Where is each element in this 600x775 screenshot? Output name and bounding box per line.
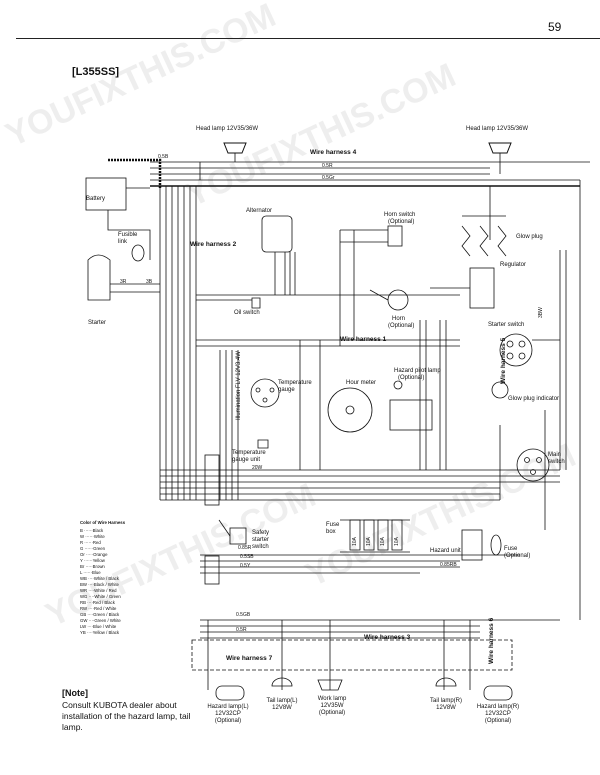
legend-entry: L ······Blue xyxy=(80,570,101,575)
fusible-link-label: Fusible link xyxy=(118,232,138,245)
note-text: Consult KUBOTA dealer about installation… xyxy=(62,700,191,732)
legend-entry: GW ····Green / White xyxy=(80,618,121,623)
model-title: [L355SS] xyxy=(72,66,120,78)
fuse-rating: 10A xyxy=(394,537,400,546)
legend-entry: YB ····Yellow / Black xyxy=(80,630,120,635)
tail-lamp-right-label: Tail lamp(R) 12V8W xyxy=(429,698,462,711)
page-number: 59 xyxy=(548,20,562,34)
temperature-gauge-unit-label: Temperature gauge unit xyxy=(232,450,266,463)
wire-label: 0.5Y xyxy=(240,563,251,569)
legend-entry: Or ·····Orange xyxy=(80,552,108,557)
wire-harness-1-label: Wire harness 1 xyxy=(340,336,387,343)
horn-switch-note: (Optional) xyxy=(388,219,415,225)
horn-label: Horn xyxy=(392,316,406,322)
temperature-gauge-label: Temperature gauge xyxy=(278,380,312,393)
hazard-unit-label: Hazard unit xyxy=(430,548,461,554)
legend-entry: R ······Red xyxy=(80,540,101,545)
fuse-rating: 10A xyxy=(352,537,358,546)
wire-label: 0.5GB xyxy=(236,612,251,618)
battery-label: Battery xyxy=(86,196,106,202)
illumination-label: Illumination FLV 12V3.4W xyxy=(236,351,242,420)
wire-label: 3BW xyxy=(538,307,544,318)
starter-label: Starter xyxy=(88,320,107,326)
wire-color-legend: Color of Wire Harness B ······Black W ··… xyxy=(80,520,146,636)
note-block: [Note] Consult KUBOTA dealer about insta… xyxy=(62,688,202,733)
legend-entry: W ······White xyxy=(80,534,105,539)
legend-title: Color of Wire Harness xyxy=(80,520,126,525)
wire-label: 0.5Gr xyxy=(322,175,335,181)
note-heading: [Note] xyxy=(62,688,88,698)
main-switch-label: Main switch xyxy=(548,452,565,465)
work-lamp-label: Work lamp 12V35W (Optional) xyxy=(317,696,347,716)
fuse-rating: 10A xyxy=(366,537,372,546)
wire-label: 3B xyxy=(146,279,153,285)
hour-meter-label: Hour meter xyxy=(346,380,377,386)
wire-label: 3R xyxy=(120,279,127,285)
wire-label: 0.5R xyxy=(322,163,333,169)
wire-harness-4-label: Wire harness 4 xyxy=(310,149,357,156)
legend-entry: G ······Green xyxy=(80,546,106,551)
hazard-lamp-left-label: Hazard lamp(L) 12V32CP (Optional) xyxy=(207,704,249,724)
wire-harness-5-label: Wire harness 5 xyxy=(500,337,507,384)
hazard-pilot-lamp-label: Hazard pilot lamp xyxy=(394,368,441,374)
alternator-label: Alternator xyxy=(246,208,273,214)
starter-switch-label: Starter switch xyxy=(488,322,525,328)
head-lamp-left-label: Head lamp 12V35/36W xyxy=(196,126,259,132)
wire-label: 20W xyxy=(252,465,263,471)
legend-entry: LW ····Blue / White xyxy=(80,624,117,629)
battery-body xyxy=(85,177,127,211)
legend-entry: RB ····Red / Black xyxy=(80,600,115,605)
wire-harness-3-label: Wire harness 3 xyxy=(364,634,411,641)
wire-harness-7-label: Wire harness 7 xyxy=(226,655,273,662)
legend-entry: RW ····Red / White xyxy=(80,606,117,611)
head-lamp-left-icon xyxy=(223,142,247,154)
fuse-box-label: Fuse box xyxy=(326,522,340,535)
legend-entry: WB ····White / Black xyxy=(80,576,119,581)
legend-entry: Y ······Yellow xyxy=(80,558,105,563)
legend-entry: GB ····Green / Black xyxy=(80,612,120,617)
fuse-optional-label: Fuse (Optional) xyxy=(504,546,531,559)
header-rule xyxy=(16,38,600,39)
safety-starter-switch-label: Safety starter switch xyxy=(252,530,270,550)
legend-entry: WR ····White / Red xyxy=(80,588,117,593)
head-lamp-right-icon xyxy=(488,142,512,154)
wire-label: 0.5B xyxy=(158,154,169,160)
horn-note: (Optional) xyxy=(388,323,415,329)
legend-entry: BW ····Black / White xyxy=(80,582,119,587)
horn-switch-label: Horn switch xyxy=(384,212,416,218)
wire-label: 0.5SB xyxy=(240,554,254,560)
tail-lamp-left-label: Tail lamp(L) 12V8W xyxy=(266,698,298,711)
wire-harness-2-label: Wire harness 2 xyxy=(190,241,237,248)
fuse-rating: 10A xyxy=(380,537,386,546)
head-lamp-right-label: Head lamp 12V35/36W xyxy=(466,126,529,132)
oil-switch-label: Oil switch xyxy=(234,310,260,316)
legend-entry: Br ·····Brown xyxy=(80,564,105,569)
regulator-label: Regulator xyxy=(500,262,527,268)
wire-label: 0.5R xyxy=(236,627,247,633)
wire-harness-6-label: Wire harness 6 xyxy=(488,617,495,664)
legend-entry: B ······Black xyxy=(80,528,104,533)
legend-entry: WG ····White / Green xyxy=(80,594,121,599)
wire-label: 0.85RB xyxy=(440,562,457,568)
glow-plug-label: Glow plug xyxy=(516,234,543,240)
hazard-pilot-note: (Optional) xyxy=(398,375,425,381)
wire-label: 0.85R xyxy=(238,545,252,551)
glow-plug-indicator-label: Glow plug indicator xyxy=(508,396,560,402)
hazard-lamp-right-label: Hazard lamp(R) 12V32CP (Optional) xyxy=(476,704,520,724)
